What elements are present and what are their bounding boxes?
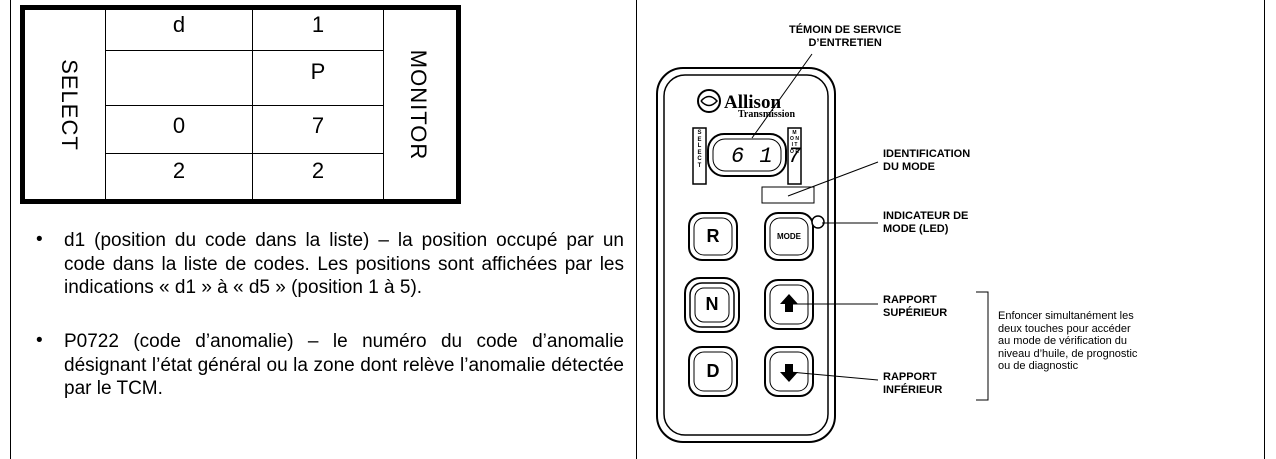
table-cell: d [172,12,186,37]
select-side-label: S E L E C T [697,130,702,169]
brand-sub: Transmission [738,109,796,120]
button-d[interactable] [688,346,738,397]
leader-line [789,371,879,381]
callout-line: RAPPORT [883,371,937,383]
table-cell: 1 [311,12,325,37]
brand-name: Allison [724,92,782,113]
callout-line: D’ENTRETIEN [808,36,882,49]
button-r-label: R [706,226,720,246]
callout-line: INFÉRIEUR [883,383,943,396]
table-cell: 7 [311,113,325,138]
button-n-label: N [705,294,719,314]
note-line: ou de diagnostic [998,360,1079,372]
display-code-table: SELECT MONITOR d 1 P 0 7 2 2 [20,5,461,204]
button-r[interactable] [688,212,738,261]
arrow-down-icon [780,364,798,382]
frame-column-divider [636,0,637,459]
button-mode[interactable] [764,212,814,261]
callout-line: MODE (LED) [883,222,949,235]
bullet-marker: • [36,229,43,250]
table-cell: 2 [172,158,186,183]
table-divider [105,10,106,199]
callout-line: RAPPORT [883,294,937,306]
mode-led-icon [811,215,825,229]
select-side-panel [692,127,707,185]
button-mode-label: MODE [777,232,801,241]
note-line: deux touches pour accéder [998,322,1131,335]
display-readout: 6 1 7 [731,144,803,169]
monitor-side-panel [787,127,802,185]
selector-body [656,67,836,443]
frame-left-border [10,0,11,459]
button-d-label: D [706,361,720,381]
table-divider [105,105,384,106]
note-line: Enfoncer simultanément les [998,310,1134,322]
note-line: niveau d’huile, de prognostic [998,347,1138,360]
mode-id-window [761,186,815,204]
allison-logo [697,89,721,113]
table-divider [105,153,384,154]
callout-upshift: RAPPORT SUPÉRIEUR [883,294,947,319]
table-divider [383,10,384,199]
callout-line: IDENTIFICATION [883,148,971,160]
display-window [707,133,787,177]
callout-mode-id: IDENTIFICATION DU MODE [883,148,970,173]
bracket [976,291,989,401]
callout-line: INDICATEUR DE [883,210,969,222]
callout-service-indicator: TÉMOIN DE SERVICE D’ENTRETIEN [789,24,901,49]
callout-mode-led: INDICATEUR DE MODE (LED) [883,210,968,235]
button-n[interactable] [684,277,740,333]
bullet-marker: • [36,330,43,351]
button-down[interactable] [764,346,814,397]
table-cell: 2 [311,158,325,183]
table-cell: 0 [172,113,186,138]
table-divider [105,50,384,51]
table-cell: P [310,59,326,84]
callout-line: DU MODE [883,160,935,173]
callout-line: TÉMOIN DE SERVICE [789,24,902,36]
dual-button-note: Enfoncer simultanément les deux touches … [998,310,1137,373]
display-inner [712,138,782,172]
frame-right-border [1264,0,1265,459]
bullet-text-d1: d1 (position du code dans la liste) – la… [64,230,624,298]
leader-line [787,161,879,197]
monitor-side-label: M O N I T O R [790,130,799,155]
bullet-text-p0722: P0722 (code d’anomalie) – le numéro du c… [64,331,624,399]
table-divider [252,10,253,199]
arrow-up-icon [780,294,798,312]
callout-downshift: RAPPORT INFÉRIEUR [883,371,942,396]
callout-line: SUPÉRIEUR [883,306,948,319]
leader-line [751,53,813,139]
note-line: au mode de vérification du [998,335,1128,347]
selector-bezel [663,74,829,436]
